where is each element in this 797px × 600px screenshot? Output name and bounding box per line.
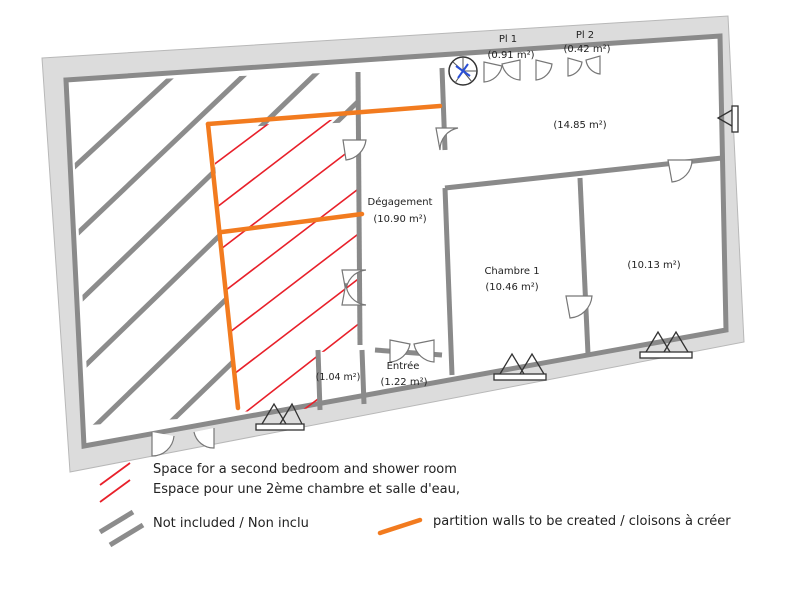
pl1-area: (0.91 m²) bbox=[488, 50, 535, 61]
legend-red-en: Space for a second bedroom and shower ro… bbox=[153, 462, 457, 477]
legend-grey-symbol bbox=[98, 509, 145, 548]
window-4 bbox=[716, 105, 739, 133]
wc-area: (1.04 m²) bbox=[316, 372, 361, 383]
room-area: (10.13 m²) bbox=[627, 260, 680, 271]
chambre1-name: Chambre 1 bbox=[484, 266, 539, 277]
windows bbox=[255, 105, 739, 431]
pl1-name: Pl 1 bbox=[499, 34, 517, 45]
entree-area: (1.22 m²) bbox=[381, 377, 428, 388]
chambre1-area: (10.46 m²) bbox=[485, 282, 538, 293]
outer-walls bbox=[41, 15, 745, 473]
window-2 bbox=[493, 352, 547, 381]
degagement-name: Dégagement bbox=[368, 196, 433, 208]
spiral-staircase-icon bbox=[448, 56, 478, 86]
living-area: (14.85 m²) bbox=[553, 120, 606, 131]
degagement-area: (10.90 m²) bbox=[373, 214, 426, 225]
pl2-area: (0.42 m²) bbox=[564, 44, 611, 55]
doors bbox=[151, 55, 693, 457]
window-1 bbox=[255, 402, 305, 431]
legend-orange-symbol bbox=[377, 517, 423, 536]
legend-red-fr: Espace pour une 2ème chambre et salle d'… bbox=[153, 482, 461, 497]
legend-grey: Not included / Non inclu bbox=[153, 516, 309, 531]
pl2-name: Pl 2 bbox=[576, 30, 594, 41]
partition-walls bbox=[205, 103, 443, 411]
window-3 bbox=[639, 330, 693, 359]
legend-orange: partition walls to be created / cloisons… bbox=[433, 514, 731, 529]
legend-red-symbol bbox=[99, 462, 131, 503]
entree-name: Entrée bbox=[387, 360, 420, 372]
